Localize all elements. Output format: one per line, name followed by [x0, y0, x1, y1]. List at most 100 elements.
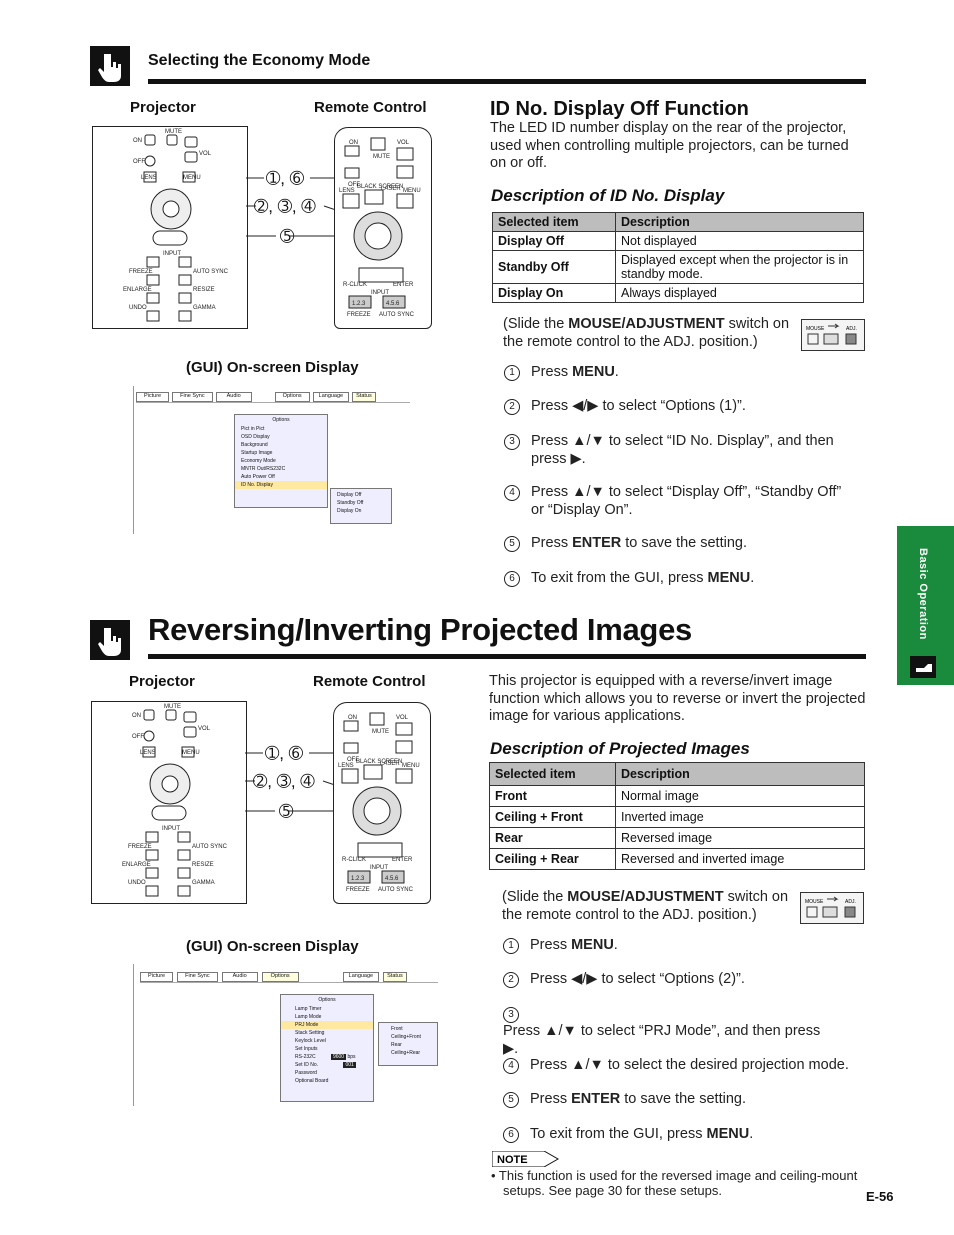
- gui-menu-item[interactable]: Auto Power Off: [241, 474, 275, 480]
- table-header: Selected item: [492, 212, 616, 232]
- table-header: Selected item: [489, 762, 616, 786]
- slide-bold: MOUSE/ADJUSTMENT: [568, 316, 725, 332]
- panel-autosync-label: AUTO SYNC: [192, 844, 228, 850]
- gui-tab-options[interactable]: Options: [274, 392, 310, 402]
- remote-menu-label: MENU: [402, 763, 420, 769]
- section2-title: Reversing/Inverting Projected Images: [148, 612, 692, 647]
- gui-sub-item[interactable]: Standby Off: [337, 500, 364, 506]
- panel-gamma-label: GAMMA: [193, 305, 216, 311]
- gui-menu-item[interactable]: Background: [241, 442, 268, 448]
- page-number: E-56: [866, 1189, 894, 1204]
- table-cell: Ceiling + Rear: [489, 848, 616, 870]
- gui-menu-item[interactable]: Set ID No.: [295, 1062, 319, 1068]
- projector-label: Projector: [129, 673, 195, 690]
- table-cell: Not displayed: [615, 231, 864, 251]
- gui-label: (GUI) On-screen Display: [186, 938, 359, 955]
- remote-label: Remote Control: [314, 99, 427, 116]
- remote-black-screen-label: BLACK SCREEN: [357, 184, 403, 190]
- gui-tab-finesync[interactable]: Fine Sync: [172, 392, 213, 402]
- gui-menu-item[interactable]: Economy Mode: [241, 458, 276, 464]
- id-display-heading: ID No. Display Off Function: [490, 98, 749, 120]
- gui-menu-item[interactable]: Stack Setting: [295, 1030, 325, 1036]
- gui-sub-item[interactable]: Ceiling+Front: [391, 1034, 421, 1040]
- gui-tab-picture[interactable]: Picture: [140, 972, 174, 982]
- remote-freeze-label: FREEZE: [347, 312, 371, 318]
- gui-tab-audio[interactable]: Audio: [215, 392, 252, 402]
- gui-tab-picture[interactable]: Picture: [136, 392, 170, 402]
- gui-screen: Picture Fine Sync Audio Options Language…: [133, 386, 414, 534]
- table-cell: Front: [489, 785, 616, 807]
- gui-menu-item[interactable]: Pict in Pict: [241, 426, 265, 432]
- panel-off-label: OFF: [133, 159, 145, 165]
- gui-menu-item[interactable]: Lamp Timer: [295, 1006, 322, 1012]
- table-cell: Display Off: [492, 231, 616, 251]
- gui-menu-item[interactable]: Lamp Mode: [295, 1014, 322, 1020]
- table-cell: Displayed except when the projector is i…: [615, 250, 864, 284]
- remote-off-label: OFF: [347, 757, 359, 763]
- panel-menu-label: MENU: [182, 750, 200, 756]
- gui-tab-finesync[interactable]: Fine Sync: [177, 972, 218, 982]
- gui-sub-item[interactable]: Ceiling+Rear: [391, 1050, 421, 1056]
- gui-menu-item[interactable]: Optional Board: [295, 1078, 329, 1084]
- gui-tab-status[interactable]: Status: [383, 972, 407, 982]
- gui-tab-audio[interactable]: Audio: [221, 972, 258, 982]
- remote-autosync-label: AUTO SYNC: [379, 312, 415, 318]
- remote-enter-label: ENTER: [393, 282, 414, 288]
- hand-icon: [910, 656, 936, 678]
- gui-menu-item[interactable]: MNTR Out/RS232C: [241, 466, 286, 472]
- callout-2-3-4: ➁, ➂, ➃: [254, 197, 316, 216]
- panel-off-label: OFF: [132, 734, 144, 740]
- gui-tab-language[interactable]: Language: [312, 392, 350, 402]
- gui-sub-item[interactable]: Display On: [337, 508, 362, 514]
- gui-menu-item[interactable]: RS-232C: [295, 1054, 316, 1060]
- switch-adj-label: ADJ.: [845, 899, 856, 905]
- gui-menu-item[interactable]: Set Inputs: [295, 1046, 318, 1052]
- callout-1-6: ➀, ➅: [265, 744, 303, 763]
- callout-5: ➄: [279, 802, 294, 821]
- table-cell: Ceiling + Front: [489, 806, 616, 828]
- table-cell: Inverted image: [615, 806, 865, 828]
- panel-undo-label: UNDO: [128, 880, 146, 886]
- projector-panel: ON MUTE VOL OFF LENS MENU INPUT FREEZE A…: [92, 126, 248, 329]
- id-table-title: Description of ID No. Display: [491, 186, 725, 205]
- remote-control: ON MUTE VOL OFF BLACK SCREEN LASER LENS …: [334, 127, 432, 329]
- table-cell: Normal image: [615, 785, 865, 807]
- gui-sub-item[interactable]: Rear: [391, 1042, 402, 1048]
- gui-tab-language[interactable]: Language: [342, 972, 380, 982]
- panel-resize-label: RESIZE: [193, 287, 215, 293]
- remote-control: ON MUTE VOL OFF BLACK SCREEN LASER LENS …: [333, 702, 431, 904]
- table-cell: Reversed image: [615, 827, 865, 849]
- gui-menu-item[interactable]: OSD Display: [241, 434, 270, 440]
- gui-menu-item-selected[interactable]: ID No. Display: [235, 481, 327, 489]
- projector-panel: ON MUTE VOL OFF LENS MENU INPUT FREEZE A…: [91, 701, 247, 904]
- hand-pointer-icon: [90, 46, 130, 86]
- gui-menu-title: Options: [272, 417, 290, 423]
- gui-tab-status[interactable]: Status: [352, 392, 376, 402]
- gui-menu-item-selected[interactable]: PRJ Mode: [281, 1021, 373, 1029]
- remote-vol-label: VOL: [397, 140, 410, 146]
- panel-menu-label: MENU: [183, 175, 201, 181]
- gui-tab-options[interactable]: Options: [261, 972, 299, 982]
- gui-menu-item[interactable]: Password: [295, 1070, 317, 1076]
- gui-menu-item[interactable]: Startup Image: [241, 450, 273, 456]
- remote-label: Remote Control: [313, 673, 426, 690]
- gui-sub-item[interactable]: Front: [391, 1026, 403, 1032]
- table-cell: Reversed and inverted image: [615, 848, 865, 870]
- panel-input-label: INPUT: [163, 251, 181, 257]
- gui-menu-item[interactable]: Keylock Level: [295, 1038, 326, 1044]
- remote-rclick-label: R-CLICK: [342, 857, 366, 863]
- remote-key456-label: 4.5.6: [385, 876, 399, 882]
- table-header: Description: [615, 212, 864, 232]
- remote-enter-label: ENTER: [392, 857, 413, 863]
- gui-menu-title: Options: [318, 997, 336, 1003]
- gui-sub-item[interactable]: Display Off: [337, 492, 362, 498]
- callout-2-3-4: ➁, ➂, ➃: [253, 772, 315, 791]
